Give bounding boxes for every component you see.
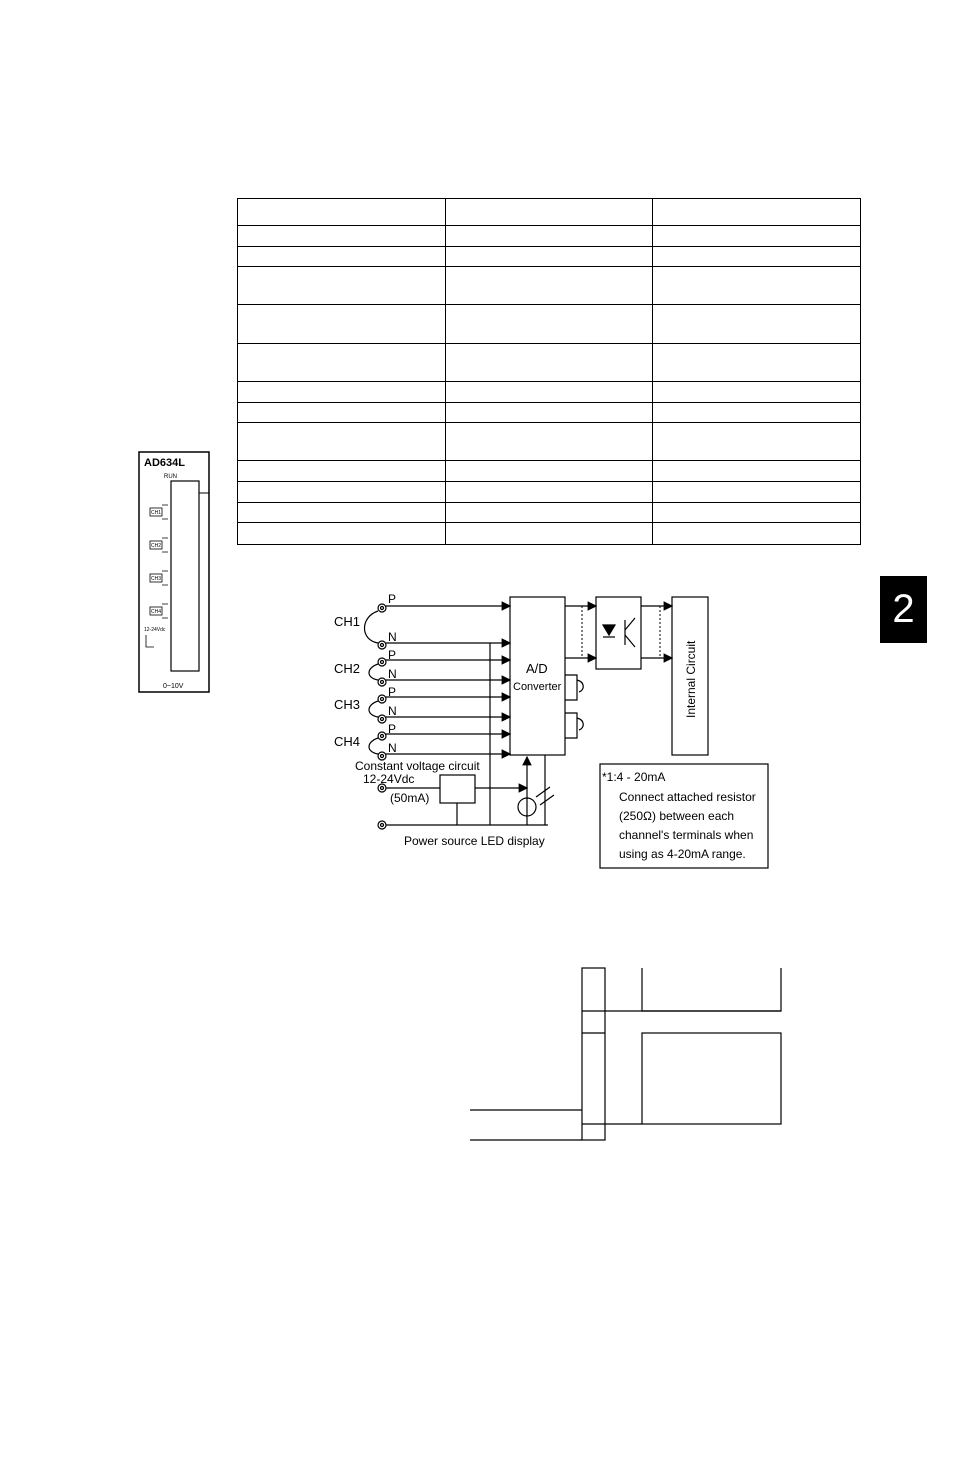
terminal-p-label: P [388, 648, 396, 662]
chapter-number: 2 [892, 587, 915, 631]
terminal-p-label: P [388, 685, 396, 699]
led-label: Power source LED display [404, 834, 545, 848]
chapter-tab: 2 [880, 576, 927, 643]
table-row [237, 304, 861, 344]
spec-table [237, 198, 861, 545]
table-row [237, 225, 861, 247]
table-row [237, 422, 861, 461]
module-range-label: 0~10V [163, 683, 184, 690]
module-channel-label: CH2 [151, 543, 161, 549]
terminal-n-label: N [388, 630, 397, 644]
module-model: AD634L [144, 457, 185, 469]
module-front-panel: AD634L RUN CH1 CH2 CH3 CH4 12-24Vdc 0~10… [138, 451, 210, 693]
note-line: (250Ω) between each [619, 809, 734, 823]
table-row [237, 246, 861, 267]
table-row [237, 402, 861, 423]
circuit-ch-label: CH1 [334, 614, 360, 629]
table-row [237, 502, 861, 523]
circuit-ch-label: CH4 [334, 734, 360, 749]
table-row [237, 381, 861, 403]
voltage-range-label: 12-24Vdc [363, 772, 414, 786]
terminal-n-label: N [388, 741, 397, 755]
circuit-ch-label: CH2 [334, 661, 360, 676]
terminal-n-label: N [388, 667, 397, 681]
table-row [237, 198, 861, 226]
note-line: Connect attached resistor [619, 790, 756, 804]
module-channel-label: CH4 [151, 609, 161, 615]
note-line: using as 4-20mA range. [619, 847, 746, 861]
terminal-p-label: P [388, 722, 396, 736]
module-channel-label: CH3 [151, 576, 161, 582]
current-label: (50mA) [390, 791, 429, 805]
internal-circuit-diagram: CH1 CH2 CH3 CH4 P N P N P N P N A/D Conv… [334, 592, 769, 869]
module-run-label: RUN [164, 474, 177, 480]
terminal-n-label: N [388, 704, 397, 718]
circuit-ch-label: CH3 [334, 697, 360, 712]
module-channel-label: CH1 [151, 510, 161, 516]
const-voltage-label: Constant voltage circuit [355, 759, 480, 773]
table-row [237, 343, 861, 382]
table-row [237, 481, 861, 503]
note-title: *1:4 - 20mA [602, 770, 665, 784]
note-line: channel's terminals when [619, 828, 753, 842]
module-power-terminal: 12-24Vdc [144, 627, 166, 633]
converter-label-1: A/D [526, 661, 548, 676]
converter-label-2: Converter [513, 681, 562, 693]
table-row [237, 460, 861, 482]
table-row [237, 266, 861, 305]
terminal-p-label: P [388, 592, 396, 606]
internal-circuit-label: Internal Circuit [684, 640, 698, 718]
table-row [237, 522, 861, 545]
terminal-layout-diagram [470, 967, 782, 1141]
